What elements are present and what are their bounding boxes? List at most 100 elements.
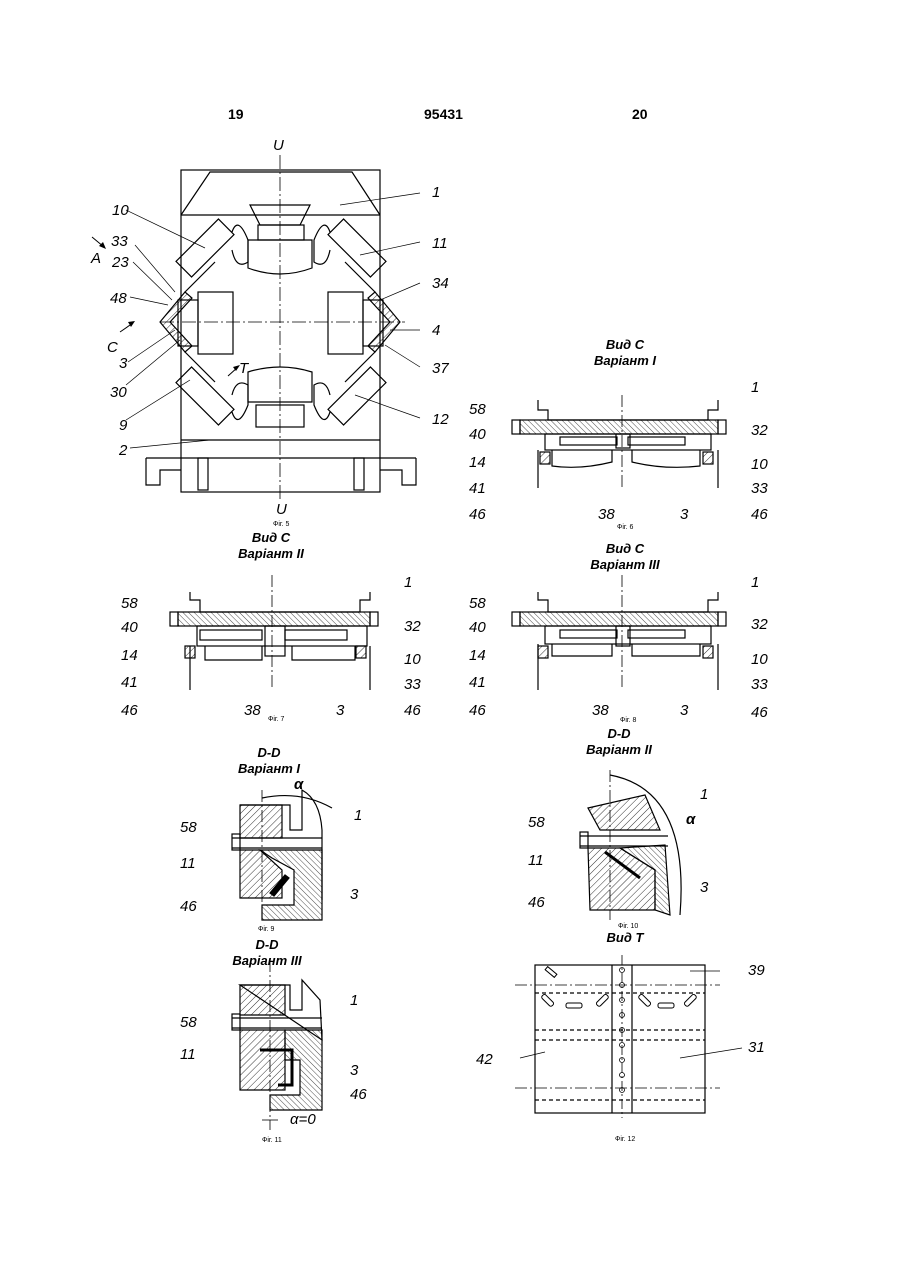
fig5-callout: 2 <box>119 443 127 458</box>
fig6-callout: 1 <box>751 380 759 395</box>
fig6-callout: 41 <box>469 481 486 496</box>
fig7-callout: 14 <box>121 648 138 663</box>
fig8-callout: 10 <box>751 652 768 667</box>
fig11-callout: α=0 <box>290 1112 316 1127</box>
fig5-callout: 34 <box>432 276 449 291</box>
fig9-callout: 58 <box>180 820 197 835</box>
fig11-callout: 58 <box>180 1015 197 1030</box>
fig10-callout: α <box>686 812 695 827</box>
fig5-callout: 3 <box>119 356 127 371</box>
fig5-callout: 11 <box>432 236 448 251</box>
fig12-callout: 42 <box>476 1052 493 1067</box>
fig12-drawing <box>515 955 742 1118</box>
fig8-callout: 1 <box>751 575 759 590</box>
fig11-drawing <box>232 960 322 1130</box>
fig6-callout: 58 <box>469 402 486 417</box>
fig5-callout: T <box>239 361 248 376</box>
fig12-title: Вид Т <box>580 930 670 946</box>
fig5-callout: C <box>107 340 118 355</box>
fig10-callout: 46 <box>528 895 545 910</box>
fig6-drawing <box>512 395 726 490</box>
fig10-title: D-DВаріант ІІ <box>574 726 664 759</box>
fig10-drawing <box>580 770 681 920</box>
fig11-callout: 3 <box>350 1063 358 1078</box>
fig11-callout: 11 <box>180 1047 196 1062</box>
fig7-callout: 46 <box>404 703 421 718</box>
fig8-title: Вид СВаріант ІІІ <box>580 541 670 574</box>
fig9-caption: Фіг. 9 <box>258 926 274 933</box>
fig8-callout: 46 <box>469 703 486 718</box>
fig7-callout: 10 <box>404 652 421 667</box>
fig9-callout: 11 <box>180 856 196 871</box>
fig5-callout: 30 <box>110 385 127 400</box>
fig7-drawing <box>170 575 378 690</box>
fig5-callout: 1 <box>432 185 440 200</box>
fig10-callout: 58 <box>528 815 545 830</box>
fig9-callout: 46 <box>180 899 197 914</box>
fig7-callout: 1 <box>404 575 412 590</box>
fig11-title: D-DВаріант ІІІ <box>222 937 312 970</box>
fig6-callout: 46 <box>469 507 486 522</box>
fig6-callout: 46 <box>751 507 768 522</box>
fig7-callout: 3 <box>336 703 344 718</box>
fig5-axis-bottom-label: U <box>276 502 287 517</box>
fig5-callout: 33 <box>111 234 128 249</box>
fig7-callout: 40 <box>121 620 138 635</box>
fig6-callout: 40 <box>469 427 486 442</box>
fig8-callout: 41 <box>469 675 486 690</box>
fig8-caption: Фіг. 8 <box>620 717 636 724</box>
fig8-callout: 46 <box>751 705 768 720</box>
fig5-callout: 23 <box>112 255 129 270</box>
fig10-callout: 1 <box>700 787 708 802</box>
fig8-callout: 40 <box>469 620 486 635</box>
fig8-drawing <box>512 575 726 690</box>
fig5-callout: 4 <box>432 323 440 338</box>
fig7-callout: 38 <box>244 703 261 718</box>
fig5-drawing <box>92 155 420 500</box>
fig6-callout: 33 <box>751 481 768 496</box>
fig9-title: D-DВаріант І <box>224 745 314 778</box>
fig12-callout: 39 <box>748 963 765 978</box>
fig8-callout: 3 <box>680 703 688 718</box>
fig5-callout: 12 <box>432 412 449 427</box>
fig6-callout: 3 <box>680 507 688 522</box>
fig9-callout: 1 <box>354 808 362 823</box>
fig5-caption: Фіг. 5 <box>273 521 289 528</box>
fig8-callout: 58 <box>469 596 486 611</box>
fig8-callout: 14 <box>469 648 486 663</box>
fig6-callout: 14 <box>469 455 486 470</box>
fig7-caption: Фіг. 7 <box>268 716 284 723</box>
fig9-drawing <box>232 790 332 920</box>
fig5-callout: 9 <box>119 418 127 433</box>
fig5-callout: 48 <box>110 291 127 306</box>
fig11-caption: Фіг. 11 <box>262 1137 282 1144</box>
fig9-callout: α <box>294 777 303 792</box>
fig10-caption: Фіг. 10 <box>618 923 638 930</box>
fig5-callout: A <box>91 251 101 266</box>
fig12-caption: Фіг. 12 <box>615 1136 635 1143</box>
fig7-title: Вид СВаріант ІІ <box>226 530 316 563</box>
fig5-callout: 10 <box>112 203 129 218</box>
fig7-callout: 41 <box>121 675 138 690</box>
fig6-callout: 10 <box>751 457 768 472</box>
fig10-callout: 3 <box>700 880 708 895</box>
fig5-callout: 37 <box>432 361 449 376</box>
fig7-callout: 32 <box>404 619 421 634</box>
fig8-callout: 33 <box>751 677 768 692</box>
fig7-callout: 33 <box>404 677 421 692</box>
fig12-callout: 31 <box>748 1040 765 1055</box>
fig11-callout: 1 <box>350 993 358 1008</box>
fig10-callout: 11 <box>528 853 544 868</box>
fig11-callout: 46 <box>350 1087 367 1102</box>
fig9-callout: 3 <box>350 887 358 902</box>
fig7-callout: 58 <box>121 596 138 611</box>
fig6-callout: 32 <box>751 423 768 438</box>
fig8-callout: 38 <box>592 703 609 718</box>
fig6-callout: 38 <box>598 507 615 522</box>
fig6-title: Вид СВаріант І <box>580 337 670 370</box>
fig8-callout: 32 <box>751 617 768 632</box>
fig7-callout: 46 <box>121 703 138 718</box>
fig5-axis-top-label: U <box>273 138 284 153</box>
fig6-caption: Фіг. 6 <box>617 524 633 531</box>
